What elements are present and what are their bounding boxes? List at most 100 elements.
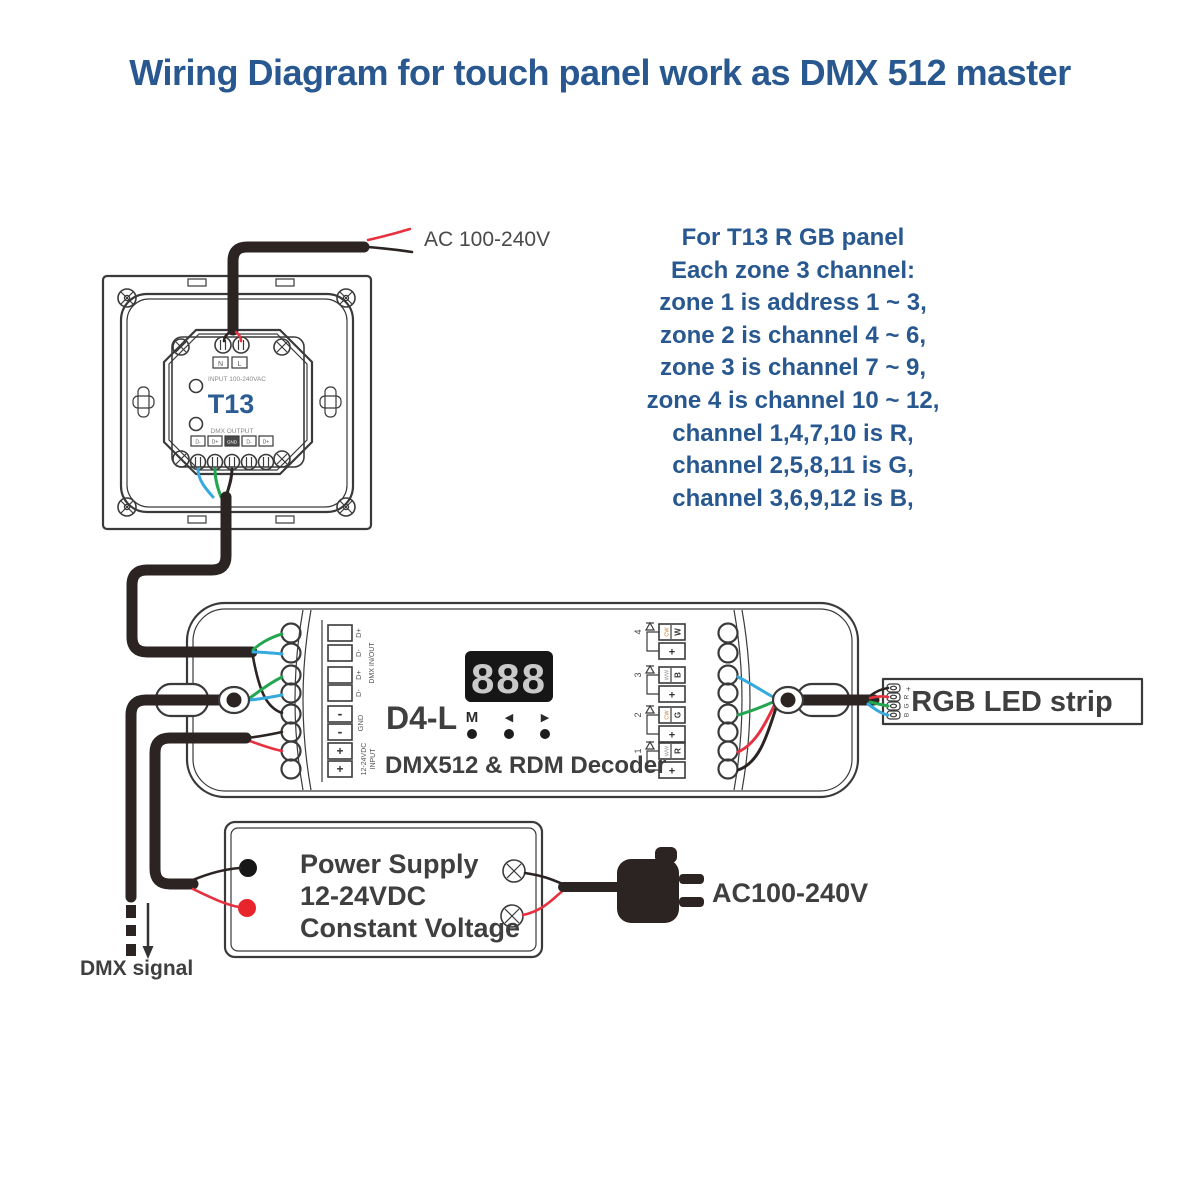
decoder-channel-1 (644, 740, 686, 779)
psu-dc-plus-terminal (238, 899, 256, 917)
decoder-led-display (465, 651, 553, 702)
decoder-menu-button-label: M (466, 709, 479, 726)
panel-corner-screw (117, 288, 137, 308)
panel-terminal-n-label: N (218, 361, 223, 368)
ac-plug (617, 847, 704, 923)
decoder-input-group-label: INPUT (370, 748, 377, 770)
channel-number: 4 (633, 629, 643, 634)
decoder-terminal-label: D- (354, 689, 363, 697)
panel-to-decoder-cable (126, 491, 258, 658)
channel-color-label: G (674, 712, 683, 718)
channel-type-label: CW (665, 710, 671, 720)
page-title: Wiring Diagram for touch panel work as D… (129, 52, 1071, 93)
plug-voltage-label: AC100-240V (712, 878, 868, 908)
panel-mounting-ear (319, 386, 342, 418)
panel-status-leds (188, 378, 204, 432)
decoder-name-label: DMX512 & RDM Decoder (385, 752, 666, 779)
psu-line1: Power Supply (300, 849, 479, 879)
dmx-decoder (154, 601, 860, 799)
left-cable-grommet (217, 685, 251, 715)
decoder-channel-4 (644, 621, 686, 660)
channel-notes: For T13 R GB panel Each zone 3 channel: … (608, 222, 978, 515)
panel-edge-tabs (187, 278, 295, 524)
channel-plus-mark: + (669, 766, 675, 778)
channel-number: 1 (633, 748, 643, 753)
channel-color-label: W (674, 628, 683, 636)
strip-pin-label: G (904, 703, 911, 708)
panel-terminal-l-label: L (238, 361, 242, 368)
panel-corner-screw (336, 288, 356, 308)
note-line: For T13 R GB panel (681, 224, 905, 251)
panel-dmx-output-blocks (190, 435, 274, 447)
decoder-input-group-label: 12-24VDC (361, 743, 368, 776)
rgb-led-strip (881, 677, 1144, 726)
strip-pin-label: + (906, 685, 911, 694)
decoder-right-button-label: ▶ (541, 712, 550, 724)
psu-line2: 12-24VDC (300, 881, 426, 911)
note-line: zone 1 is address 1 ~ 3, (659, 289, 927, 317)
right-cable-grommet (771, 685, 805, 715)
channel-plus-mark: + (669, 647, 675, 659)
channel-color-label: B (674, 672, 683, 678)
dmx-passthrough-cable (125, 694, 225, 903)
cables (125, 227, 890, 917)
panel-mounting-ear (132, 386, 155, 418)
note-line: channel 1,4,7,10 is R, (672, 419, 914, 447)
strip-pin-label: R (904, 694, 911, 699)
note-line: zone 3 is channel 7 ~ 9, (659, 354, 927, 382)
channel-plus-mark: + (669, 730, 675, 742)
strip-pin-label: B (904, 713, 911, 717)
channel-number: 3 (633, 672, 643, 677)
decoder-plus-mark: + (336, 762, 343, 776)
dmx-signal-label: DMX signal (80, 957, 193, 980)
decoder-model-label: D4-L (386, 700, 457, 736)
panel-module-screw (273, 450, 291, 468)
decoder-terminal-label: D+ (354, 669, 363, 679)
psu-line3: Constant Voltage (300, 913, 520, 943)
channel-number: 2 (633, 712, 643, 717)
decoder-plus-mark: + (336, 744, 343, 758)
panel-module-screw (273, 338, 291, 356)
note-line: channel 2,5,8,11 is G, (672, 452, 914, 480)
decoder-terminal-label: D- (354, 649, 363, 657)
decoder-buttons (467, 729, 550, 739)
decoder-display-digits: 888 (471, 655, 547, 702)
decoder-gnd-label: GND (356, 714, 365, 731)
decoder-left-terminal-blocks (327, 624, 353, 778)
decoder-minus-mark: - (338, 706, 343, 722)
decoder-channel-3 (644, 664, 686, 703)
note-line: zone 4 is channel 10 ~ 12, (646, 386, 940, 414)
panel-output-terminal-label: D+ (212, 440, 219, 446)
panel-dmx-output-screws (189, 453, 275, 471)
note-line: Each zone 3 channel: (670, 256, 916, 284)
channel-type-label: WW (665, 669, 671, 680)
panel-corner-screw (117, 497, 137, 517)
panel-ac-cable (227, 241, 370, 336)
touch-panel (101, 274, 373, 531)
channel-plus-mark: + (669, 690, 675, 702)
channel-type-label: WW (665, 745, 671, 756)
panel-output-terminal-label: GND (227, 440, 238, 445)
panel-output-label: DMX OUTPUT (211, 428, 254, 435)
panel-output-terminal-label: D- (246, 440, 252, 446)
channel-type-label: CW (665, 627, 671, 637)
panel-ac-voltage-label: AC 100-240V (424, 228, 550, 251)
panel-output-terminal-label: D- (195, 440, 201, 446)
dmx-signal-arrow (126, 903, 154, 959)
power-supply (223, 820, 544, 959)
decoder-channel-2 (644, 704, 686, 743)
strip-label: RGB LED strip (911, 686, 1112, 718)
psu-dc-minus-terminal (239, 859, 257, 877)
decoder-dmx-group-label: DMX IN/OUT (369, 642, 376, 684)
note-line: zone 2 is channel 4 ~ 6, (659, 321, 927, 349)
decoder-terminal-label: D+ (354, 627, 363, 637)
decoder-minus-mark: - (338, 724, 343, 740)
panel-module-screw (172, 450, 190, 468)
panel-output-terminal-label: D+ (263, 440, 270, 446)
panel-nl-terminal-blocks (212, 356, 248, 369)
panel-model-label: T13 (208, 389, 255, 419)
decoder-left-button-label: ◀ (505, 712, 514, 724)
panel-ac-terminals (214, 336, 250, 354)
